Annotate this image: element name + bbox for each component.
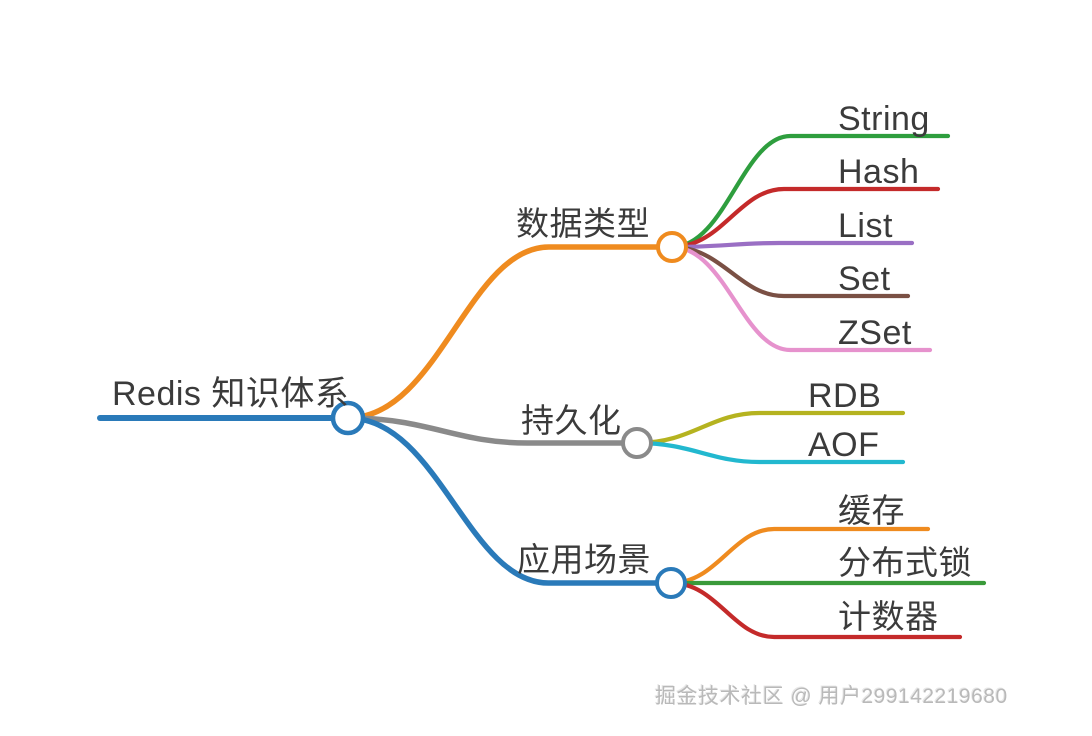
branch-node-use-cases[interactable] — [655, 567, 687, 599]
watermark: 掘金技术社区 @ 用户299142219680 — [655, 685, 1008, 708]
leaf-label: 缓存 — [838, 492, 905, 529]
branch-node-persistence[interactable] — [621, 427, 653, 459]
branch-line-persistence — [345, 415, 640, 446]
branch-label-use-cases: 应用场景 — [517, 541, 651, 578]
leaf-line — [669, 244, 933, 353]
branch-label-persistence: 持久化 — [521, 402, 622, 439]
leaf-label: 分布式锁 — [838, 544, 972, 581]
leaf-label: 计数器 — [838, 598, 939, 635]
leaf-label: Hash — [838, 153, 920, 191]
leaf-line — [668, 580, 963, 640]
leaf-label: Set — [838, 260, 891, 298]
branch-node-data-types[interactable] — [656, 231, 688, 263]
leaf-label: RDB — [808, 377, 882, 415]
branch-line-data-types — [345, 244, 675, 421]
leaf-label: List — [838, 207, 893, 245]
leaf-label: String — [838, 100, 930, 138]
leaf-label: AOF — [808, 426, 880, 464]
leaf-line — [634, 410, 906, 446]
root-node[interactable] — [330, 400, 366, 436]
leaf-line — [668, 526, 931, 586]
branch-line-use-cases — [345, 415, 674, 586]
leaf-line — [634, 440, 906, 465]
leaf-line — [669, 186, 941, 250]
leaf-label: ZSet — [838, 314, 912, 352]
branch-label-data-types: 数据类型 — [516, 205, 650, 242]
root-label: Redis 知识体系 — [112, 375, 350, 413]
